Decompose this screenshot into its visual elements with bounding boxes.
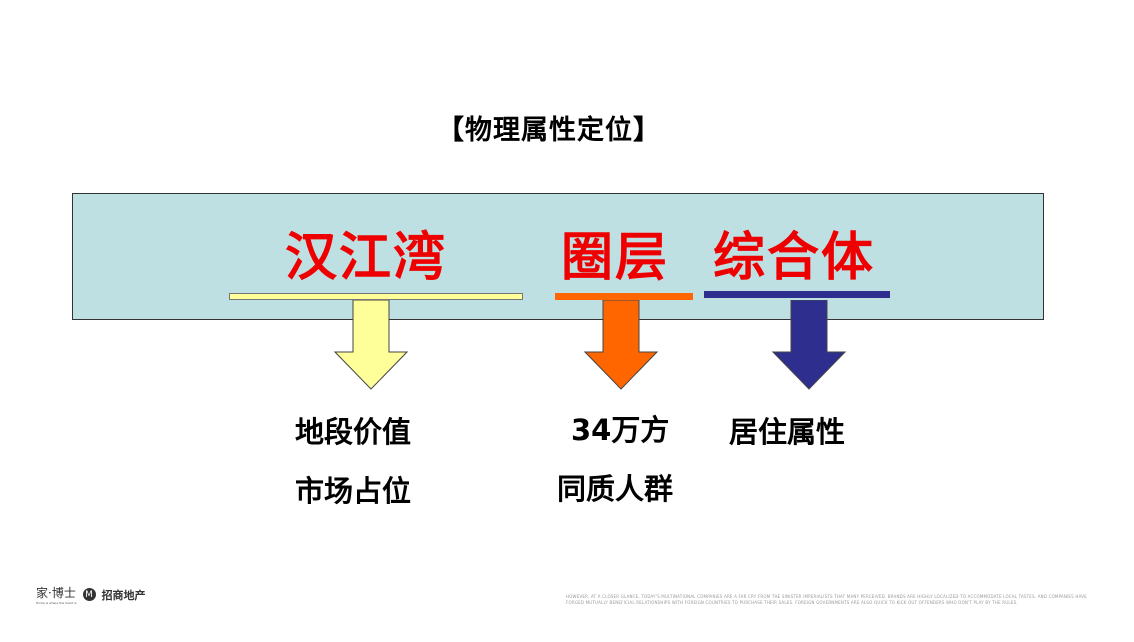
underline-bar-1 [229, 293, 523, 300]
brand-name: 招商地产 [101, 588, 146, 602]
arrow-shape-2 [584, 300, 658, 390]
keyword-hanjiangwan: 汉江湾 [285, 228, 448, 288]
brand-mark-icon: M [82, 588, 96, 601]
logo-tagline: Home is where the heart is [36, 601, 77, 605]
down-arrow-icon-3 [772, 300, 846, 390]
slide-title: 【物理属性定位】 [437, 115, 661, 146]
label-residential-attribute: 居住属性 [729, 415, 846, 449]
label-location-value: 地段价值 [295, 415, 412, 449]
keyword-zongheti: 综合体 [713, 228, 876, 288]
keyword-quanceng: 圈层 [561, 228, 670, 288]
label-area: 34万方 [571, 413, 670, 447]
footer-logo: 家·博士 Home is where the heart is M 招商地产 [36, 584, 146, 605]
down-arrow-icon-2 [584, 300, 658, 390]
label-market-position: 市场占位 [295, 474, 412, 508]
label-homogeneous-group: 同质人群 [557, 472, 674, 506]
arrow-shape-3 [772, 300, 846, 390]
logo-cursive: 家·博士 [36, 586, 76, 600]
footer-fine-print: HOWEVER, AT A CLOSER GLANCE, TODAY'S MUL… [566, 594, 1087, 605]
arrow-shape-1 [334, 300, 408, 390]
keyword-band [72, 193, 1044, 320]
logo-cursive-block: 家·博士 Home is where the heart is [36, 584, 77, 605]
underline-bar-2 [555, 293, 693, 300]
down-arrow-icon-1 [334, 300, 408, 390]
underline-bar-3 [704, 291, 890, 298]
